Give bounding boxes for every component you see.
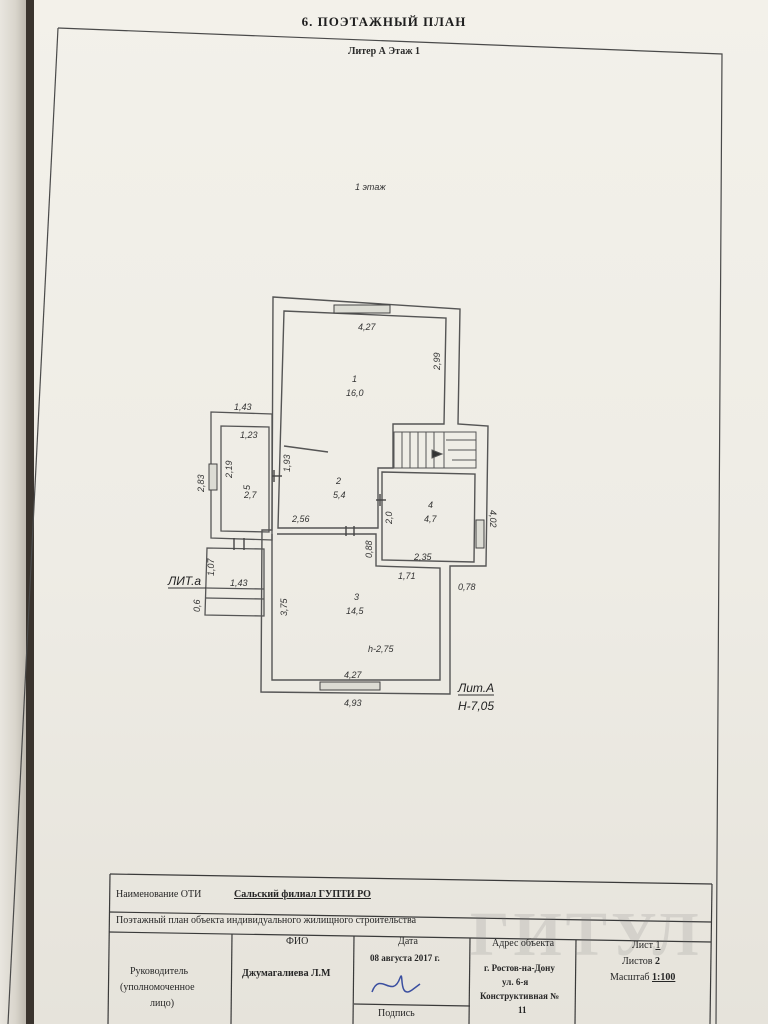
scale-field: Масштаб 1:100 (610, 972, 675, 984)
dimension-label: 1,43 (234, 402, 252, 412)
address-line: Конструктивная № (480, 991, 560, 1001)
binder-edge (26, 0, 36, 1024)
role-line: лицо) (150, 998, 175, 1009)
role-line: Руководитель (130, 966, 189, 977)
dimension-labels: 4,27 2,99 1,43 1,23 2,19 2,83 1,93 2,56 … (167, 322, 498, 713)
binder-strip (0, 0, 28, 1024)
room-number: 1 (352, 374, 357, 384)
address-line: ул. 6-я (502, 977, 529, 987)
page-title: 6. ПОЭТАЖНЫЙ ПЛАН (301, 14, 467, 29)
main-walls (260, 296, 489, 695)
room-labels: 1 16,0 2 5,4 3 14,5 4 4,7 5 2,7 (242, 374, 438, 616)
dimension-label: 1,23 (240, 430, 258, 440)
oti-value: Сальский филиал ГУПТИ РО (234, 889, 371, 900)
dimension-label: 1,07 (206, 557, 216, 576)
sheet-value: 1 (655, 940, 661, 951)
room-area: 2,7 (243, 490, 258, 500)
watermark: ГИТУЛ (470, 901, 703, 969)
page-frame-left (7, 27, 59, 1024)
doors (233, 470, 386, 550)
fio-value: Джумагалиева Л.М (242, 968, 331, 979)
dimension-label: 2,99 (432, 352, 442, 371)
dimension-label: 2,19 (224, 460, 234, 479)
signature-mark (371, 975, 421, 993)
sheets-field: Листов 2 (622, 956, 660, 968)
windows (208, 304, 485, 691)
scale-value: 1:100 (652, 972, 676, 983)
page-frame (57, 27, 723, 1024)
room-number: 3 (354, 592, 359, 602)
room-number: 2 (335, 476, 341, 486)
dimension-label: 2,35 (413, 552, 433, 562)
lit-a-label: Лит.А (457, 681, 494, 695)
dimension-label: 4,93 (344, 698, 362, 708)
room-number: 4 (428, 500, 433, 510)
dimension-label: 0,6 (192, 599, 202, 612)
sheet-field: Лист 1 (632, 940, 660, 952)
role-line: (уполномоченное (120, 982, 195, 993)
oti-label: Наименование ОТИ (116, 889, 202, 900)
sheets-label: Листов (622, 956, 653, 967)
dimension-label: 3,75 (279, 597, 289, 616)
sheet-label: Лист (632, 940, 653, 951)
annex-walls (204, 411, 273, 617)
fio-header: ФИО (286, 936, 309, 947)
room-area: 16,0 (346, 388, 364, 398)
room-number: 5 (242, 484, 252, 490)
stairs (393, 431, 477, 469)
floor-label: 1 этаж (355, 182, 386, 192)
sheets-value: 2 (655, 956, 661, 967)
dimension-label: 4,27 (344, 670, 363, 680)
dimension-label: 2,0 (384, 511, 394, 525)
signature-label: Подпись (378, 1008, 415, 1019)
date-value: 08 августа 2017 г. (370, 953, 440, 963)
dimension-label: 0,88 (364, 540, 374, 558)
room-height-label: h-2,75 (368, 644, 395, 654)
title-block-grid (107, 873, 713, 1024)
dimension-label: 0,78 (458, 582, 476, 592)
date-header: Дата (398, 936, 418, 947)
page-subtitle: Литер А Этаж 1 (348, 46, 420, 57)
dimension-label: 1,93 (282, 454, 292, 472)
document-sheet (34, 0, 768, 1024)
dimension-label: 2,56 (291, 514, 310, 524)
lit-a-small-label: ЛИТ.а (167, 574, 201, 588)
address-line: г. Ростов-на-Дону (484, 963, 555, 973)
room-area: 5,4 (333, 490, 346, 500)
room-area: 4,7 (424, 514, 438, 524)
dimension-label: 4,27 (358, 322, 377, 332)
scale-label: Масштаб (610, 972, 650, 983)
room-area: 14,5 (346, 606, 365, 616)
address-header: Адрес объекта (492, 938, 555, 949)
dimension-label: 2,83 (196, 474, 206, 493)
document-name: Поэтажный план объекта индивидуального ж… (116, 915, 417, 926)
total-height-label: Н-7,05 (458, 699, 494, 713)
dimension-label: 1,43 (230, 578, 248, 588)
dimension-label: 1,71 (398, 571, 416, 581)
address-line: 11 (518, 1005, 527, 1015)
dimension-label: 4,02 (488, 510, 498, 528)
